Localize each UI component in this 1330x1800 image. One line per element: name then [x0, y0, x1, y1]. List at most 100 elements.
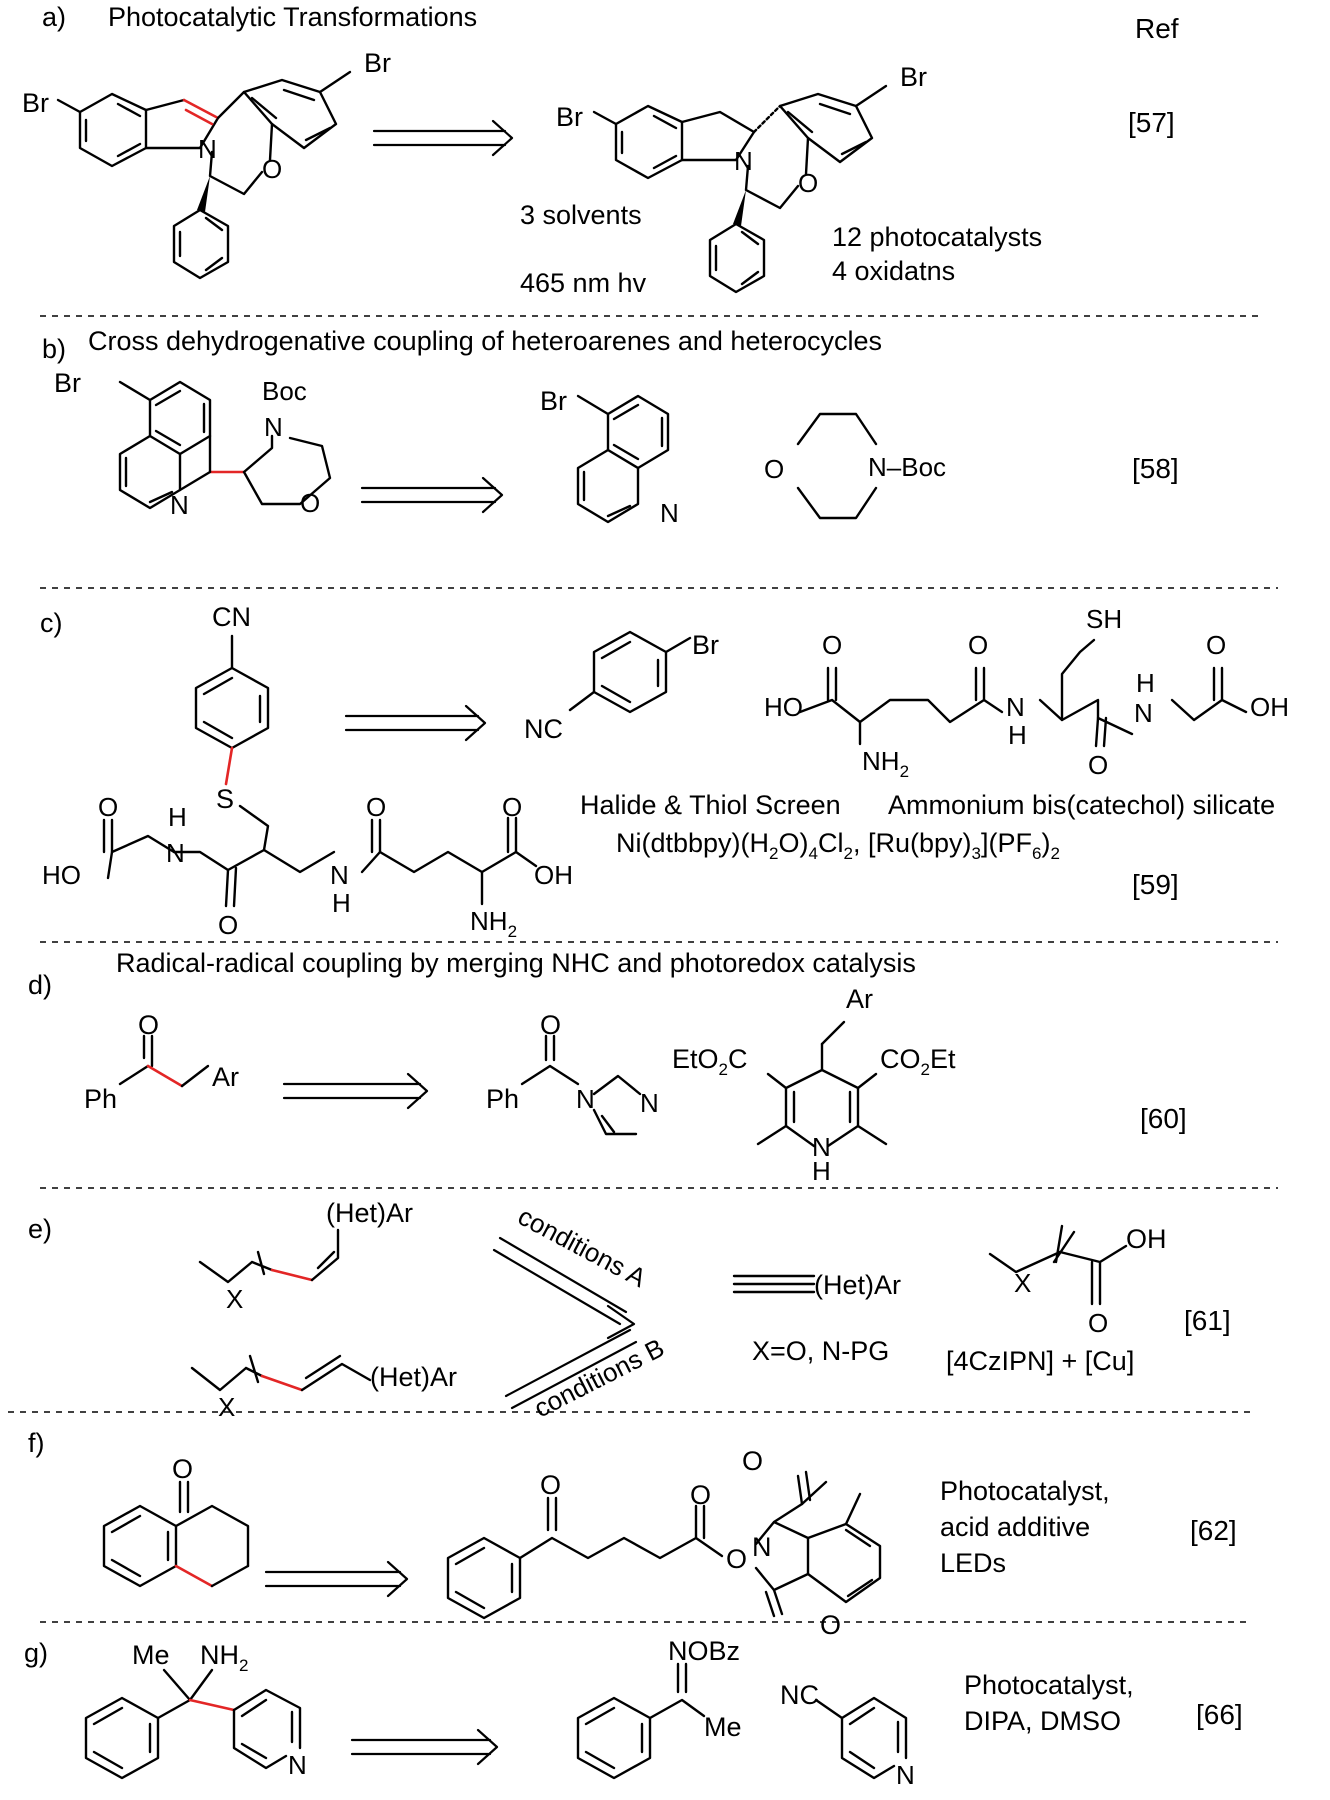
panel-e-catalyst: [4CzIPN] + [Cu] [946, 1346, 1134, 1376]
panel-d-ref: [60] [1140, 1103, 1187, 1134]
panel-b-sm2-o: O [764, 454, 784, 484]
panel-f-letter: f) [28, 1428, 45, 1458]
panel-d-title: Radical-radical coupling by merging NHC … [116, 948, 916, 978]
panel-c-sm2-glutathione [798, 638, 1248, 748]
panel-g-product-amine [84, 1668, 302, 1780]
panel-e-converging-arrows [492, 1236, 638, 1410]
panel-g-product-nh2: NH2 [200, 1640, 248, 1675]
panel-b-sm1-n: N [660, 498, 679, 528]
panel-g-product-n: N [288, 1750, 307, 1780]
panel-c-condition-catalysts: Ni(dtbbpy)(H2O)4Cl2, [Ru(bpy)3](PF6)2 [616, 828, 1060, 863]
panel-g-sm1-me: Me [704, 1712, 742, 1742]
panel-c-product-s: S [216, 784, 234, 814]
panel-e-product-z [198, 1228, 340, 1284]
panel-g-ref: [66] [1196, 1699, 1243, 1730]
panel-f-sm-o-imide2: O [820, 1610, 841, 1640]
panel-d-letter: d) [28, 970, 52, 1000]
panel-e-hetar-e: (Het)Ar [370, 1362, 457, 1392]
panel-e-x-z: X [226, 1284, 243, 1314]
panel-c-sm2-nh2: NH2 [862, 746, 909, 781]
panel-b: b) Cross dehydrogenative coupling of het… [42, 326, 1179, 528]
panel-f: f) O O O O N O O [28, 1428, 1237, 1640]
panel-b-product-boc: Boc [262, 376, 307, 406]
panel-d-sm1-n2: N [640, 1088, 659, 1118]
panel-e-sm2-oh: OH [1126, 1224, 1167, 1254]
panel-g-sm1-oxime [576, 1662, 706, 1780]
panel-g-retro-arrow [350, 1728, 499, 1766]
panel-c-sm2-n1: N [1006, 692, 1025, 722]
panel-g-sm2-n: N [896, 1760, 915, 1790]
panel-e: e) (Het)Ar X (Het)Ar X conditions A cond… [28, 1198, 1231, 1423]
panel-c-product-ho: HO [42, 860, 81, 890]
panel-a-product-br-right: Br [900, 62, 927, 92]
panel-a-retro-arrow [372, 119, 514, 157]
panel-e-sm1-hetar: (Het)Ar [814, 1270, 901, 1300]
panel-c-sm2-o-acid2: O [1206, 630, 1226, 660]
panel-e-letter: e) [28, 1214, 52, 1244]
panel-d-sm1-o: O [540, 1010, 561, 1040]
panel-c-sm2-sh: SH [1086, 604, 1122, 634]
panel-g-sm2-nc: NC [780, 1680, 819, 1710]
panel-f-condition-acid: acid additive [940, 1512, 1090, 1542]
panel-c-sm2-h2: H [1136, 668, 1155, 698]
panel-c-sm1-nc: NC [524, 714, 563, 744]
panel-f-sm-o-imide1: O [742, 1446, 763, 1476]
panel-d-sm2-co2et: CO2Et [880, 1044, 956, 1079]
panel-a-product-br-left: Br [556, 102, 583, 132]
panel-c-product-nh2: NH2 [470, 906, 517, 941]
panel-d-sm2-h: H [812, 1156, 831, 1186]
panel-e-sm1-alkyne [732, 1274, 816, 1294]
panel-f-sm-o-ester-carbonyl: O [690, 1480, 711, 1510]
panel-d-sm2-n: N [812, 1132, 831, 1162]
panel-c-letter: c) [40, 608, 63, 638]
panel-g-sm1-nobz: NOBz [668, 1636, 740, 1666]
panel-e-conditions-a: conditions A [513, 1201, 651, 1294]
panel-c-sm2-n2: N [1134, 698, 1153, 728]
panel-c-sm2-o-acid: O [822, 630, 842, 660]
panel-d-sm2-ar: Ar [846, 984, 873, 1014]
panel-a-product-o: O [798, 168, 818, 198]
panel-g-letter: g) [24, 1638, 48, 1668]
panel-d-product-structure [118, 1034, 210, 1088]
panel-c-condition-screen: Halide & Thiol Screen [580, 790, 841, 820]
panel-f-sm-n: N [752, 1532, 772, 1562]
panel-a-condition-oxidants: 4 oxidatns [832, 256, 955, 286]
panel-c-retro-arrow [344, 704, 487, 742]
panel-e-sm2-o: O [1088, 1308, 1108, 1338]
panel-e-hetar-z: (Het)Ar [326, 1198, 413, 1228]
panel-e-x-e: X [218, 1392, 235, 1422]
panel-a-reactant-br-right: Br [364, 48, 391, 78]
panel-d-product-o: O [138, 1010, 159, 1040]
panel-a-title: Photocatalytic Transformations [108, 2, 477, 32]
panel-c-product-o-amide2: O [366, 792, 386, 822]
panel-e-sm2-acid [988, 1224, 1128, 1306]
panel-a-product-structure [592, 84, 888, 294]
panel-c-product-o-acid-top: O [98, 792, 118, 822]
panel-d-retro-arrow [282, 1072, 429, 1110]
panel-e-x-definition: X=O, N-PG [752, 1336, 889, 1366]
panel-a-reactant-o: O [262, 154, 282, 184]
panel-b-product-structure [118, 380, 332, 510]
panel-a-condition-solvents: 3 solvents [520, 200, 642, 230]
panel-e-product-e [190, 1354, 372, 1392]
panel-c-ref: [59] [1132, 869, 1179, 900]
panel-f-product-o: O [172, 1454, 193, 1484]
panel-d-product-ar: Ar [212, 1062, 239, 1092]
panel-a-ref: [57] [1128, 107, 1175, 138]
panel-f-sm-nhpi-ester [446, 1470, 882, 1620]
panel-g: g) Me NH2 N NOBz Me NC N Photoca [24, 1636, 1243, 1790]
panel-c-product-h-amide1: H [168, 802, 187, 832]
panel-a-product-n: N [734, 146, 753, 176]
panel-b-product-n-morph: N [264, 412, 283, 442]
panel-c-product-oh: OH [534, 860, 573, 890]
panel-f-sm-o-ester: O [726, 1544, 747, 1574]
ref-column-header: Ref [1135, 13, 1179, 44]
panel-a-condition-photocatalysts: 12 photocatalysts [832, 222, 1042, 252]
panel-a-condition-light: 465 nm hv [520, 268, 647, 298]
panel-d-sm2-eto2c: EtO2C [672, 1044, 747, 1079]
panel-c: c) CN S O HO H N O N H O O OH NH2 [40, 602, 1289, 941]
panel-b-sm2-boc-morpholine [796, 412, 878, 520]
panel-c-sm1-br: Br [692, 630, 719, 660]
panel-d-sm1-acylimidazole [520, 1034, 642, 1136]
